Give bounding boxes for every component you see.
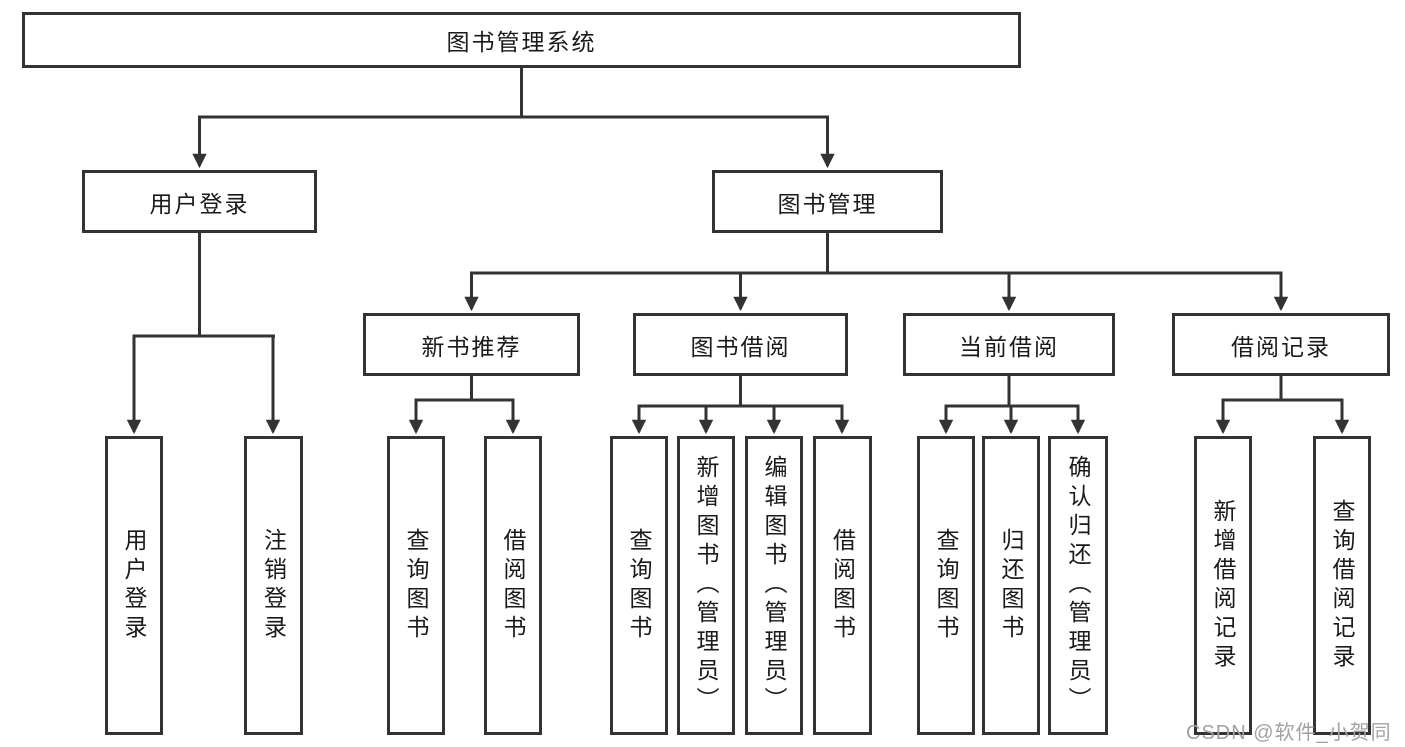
node-book-borrowing: 图书借阅	[633, 313, 848, 376]
leaf-user-login: 用户登录	[105, 436, 163, 735]
watermark: CSDN @软件_小贺同学	[1186, 722, 1392, 744]
leaf-current-confirm-return-admin: 确认归还（管理员）	[1048, 436, 1108, 735]
node-book-management: 图书管理	[712, 170, 943, 233]
leaf-borrowing-add-books-admin: 新增图书（管理员）	[677, 436, 735, 735]
leaf-current-return-books: 归还图书	[982, 436, 1040, 735]
leaf-borrowing-borrow-books: 借阅图书	[813, 436, 872, 735]
leaf-records-query-record: 查询借阅记录	[1313, 436, 1371, 735]
leaf-borrowing-edit-books-admin: 编辑图书（管理员）	[745, 436, 803, 735]
node-user-login: 用户登录	[82, 170, 317, 233]
node-current-borrowing: 当前借阅	[903, 313, 1115, 376]
leaf-logout: 注销登录	[244, 436, 303, 735]
leaf-records-add-record: 新增借阅记录	[1194, 436, 1252, 735]
leaf-recommend-query-books: 查询图书	[387, 436, 445, 735]
node-new-book-recommendation: 新书推荐	[363, 313, 580, 376]
leaf-current-query-books: 查询图书	[917, 436, 975, 735]
leaf-borrowing-query-books: 查询图书	[610, 436, 668, 735]
node-borrowing-records: 借阅记录	[1172, 313, 1390, 376]
leaf-recommend-borrow-books: 借阅图书	[484, 436, 542, 735]
node-root: 图书管理系统	[22, 12, 1021, 68]
